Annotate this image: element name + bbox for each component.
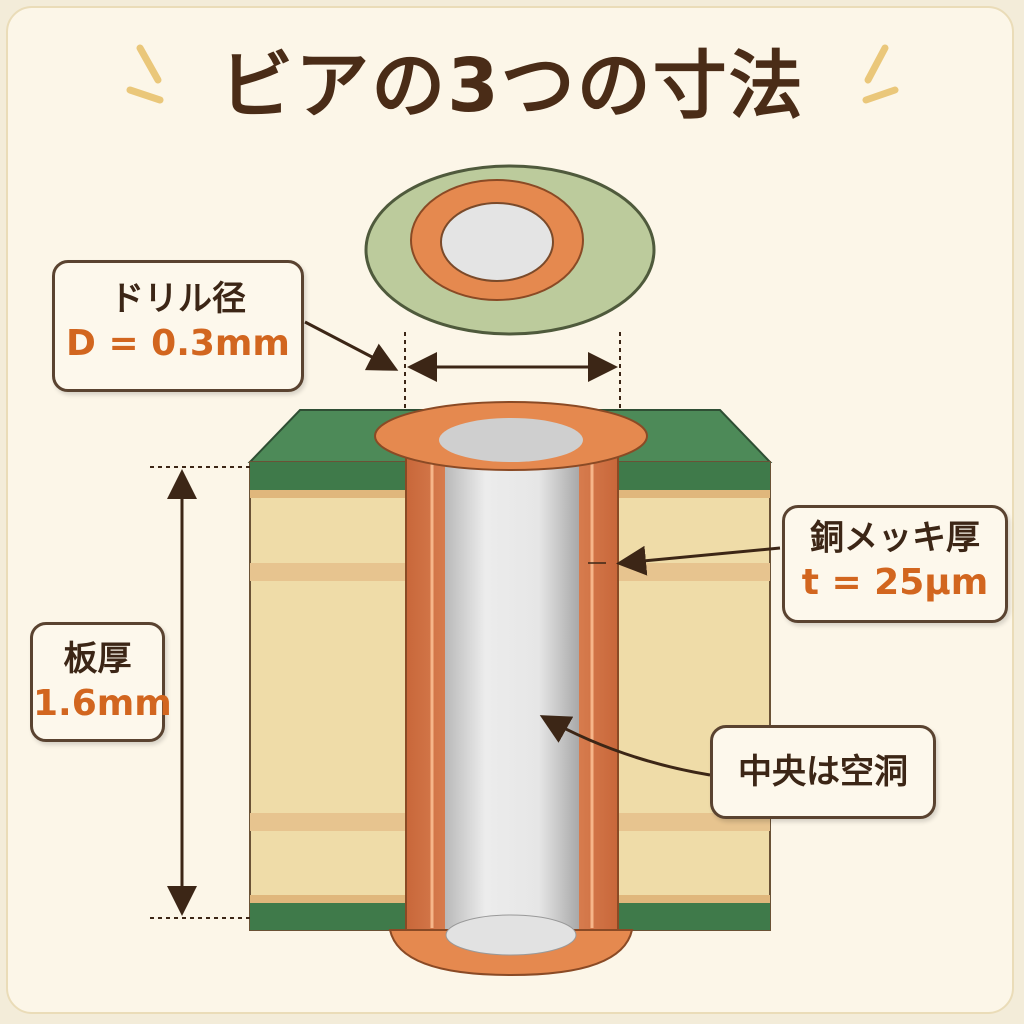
title-sparkle-left-icon <box>126 44 164 104</box>
center-label-name: 中央は空洞 <box>738 752 908 792</box>
center-pointer <box>539 715 711 777</box>
drill-label: ドリル径 D = 0.3mm <box>52 260 304 392</box>
drill-dimension <box>304 320 621 410</box>
thickness-label-value: 1.6mm <box>33 683 172 725</box>
plating-label-name: 銅メッキ厚 <box>810 518 980 558</box>
top-view-pad <box>364 164 656 336</box>
plating-label-value: t = 25μm <box>801 562 989 604</box>
plating-label: 銅メッキ厚 t = 25μm <box>782 505 1008 623</box>
drill-label-name: ドリル径 <box>110 279 246 319</box>
thickness-dimension <box>150 466 250 919</box>
thickness-label: 板厚 1.6mm <box>30 622 172 742</box>
title-sparkle-right-icon <box>862 44 899 104</box>
drill-label-value: D = 0.3mm <box>66 323 290 365</box>
pcb-cross-section <box>247 401 773 977</box>
page-title: ビアの3つの寸法 <box>219 43 805 129</box>
center-label: 中央は空洞 <box>710 725 936 819</box>
thickness-label-name: 板厚 <box>63 639 132 679</box>
plating-pointer <box>588 545 781 576</box>
